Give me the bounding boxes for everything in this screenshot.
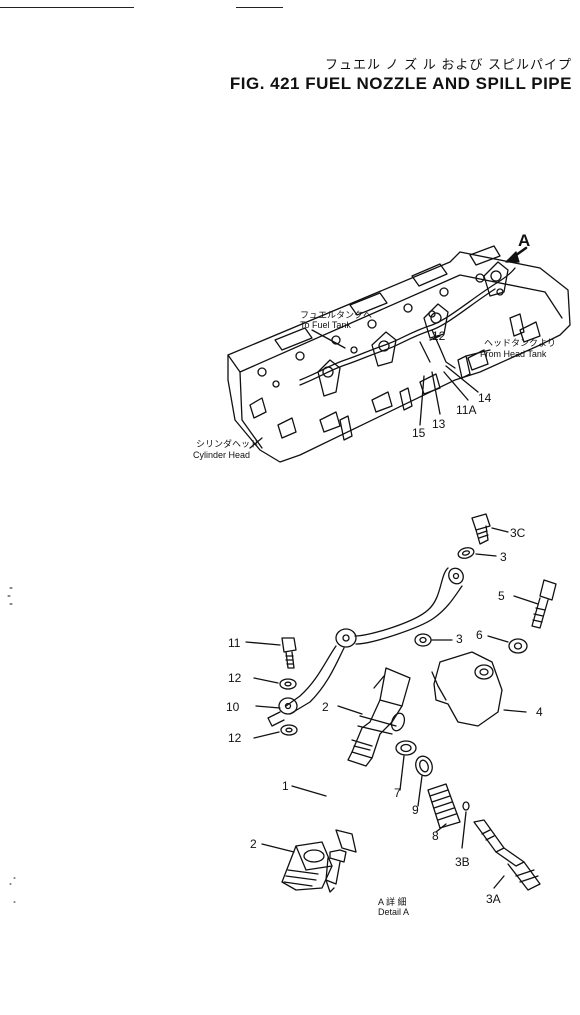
to-fuel-tank-en: To Fuel Tank <box>300 320 351 330</box>
callout-7: 7 <box>394 786 401 800</box>
to-fuel-tank-jp: フュエルタンクへ <box>300 310 372 320</box>
part-8-protector <box>427 783 461 833</box>
callout-5: 5 <box>498 589 505 603</box>
part-2-nozzle-holder <box>337 667 411 767</box>
callout-12-upper: 12 <box>228 671 242 685</box>
callout-3b: 3B <box>455 855 470 869</box>
part-3a-connector <box>473 819 541 891</box>
part-5-bolt <box>513 579 557 629</box>
top-rule-right <box>236 7 283 8</box>
callout-12-lower: 12 <box>228 731 242 745</box>
detail-caption-jp: A 詳 細 <box>378 896 407 907</box>
callout-3a: 3A <box>486 892 501 906</box>
cylinder-head-jp: シリンダヘッド <box>196 438 259 449</box>
callout-1: 1 <box>282 779 289 793</box>
part-11-bolt <box>245 637 297 669</box>
callout-15: 15 <box>412 426 426 440</box>
callout-12-head: 12 <box>432 329 446 343</box>
from-head-tank-en: From Head Tank <box>480 349 547 359</box>
part-4-clamp <box>431 651 527 727</box>
callout-3-top: 3 <box>500 550 507 564</box>
figure-title: FIG. 421 FUEL NOZZLE AND SPILL PIPE <box>229 74 572 93</box>
part-10-spill-pipe <box>255 567 464 727</box>
top-rule-left <box>0 7 134 8</box>
callout-11a: 11A <box>456 403 476 417</box>
callout-2-nut: 2 <box>250 837 257 851</box>
callout-14: 14 <box>478 391 492 405</box>
callout-6: 6 <box>476 628 483 642</box>
detail-caption-en: Detail A <box>378 907 409 917</box>
cylinder-head-drawing <box>227 245 571 463</box>
callout-10: 10 <box>226 700 240 714</box>
callout-8: 8 <box>432 829 439 843</box>
callout-3-mid: 3 <box>456 632 463 646</box>
callout-11: 11 <box>228 636 241 650</box>
callout-2-holder: 2 <box>322 700 329 714</box>
callout-13: 13 <box>432 417 446 431</box>
callout-9: 9 <box>412 803 419 817</box>
callout-4: 4 <box>536 705 543 719</box>
part-2-retaining-nut <box>261 841 333 891</box>
cylinder-head-en: Cylinder Head <box>193 450 250 460</box>
part-1-nozzle-tip <box>291 785 357 893</box>
title-japanese: フュエル ノ ズ ル および スピルパイプ <box>324 57 572 72</box>
from-head-tank-jp: ヘッドタンクより <box>484 338 556 348</box>
view-marker-a: A <box>518 231 530 250</box>
callout-3c: 3C <box>510 526 526 540</box>
part-3c-screw <box>471 513 509 545</box>
